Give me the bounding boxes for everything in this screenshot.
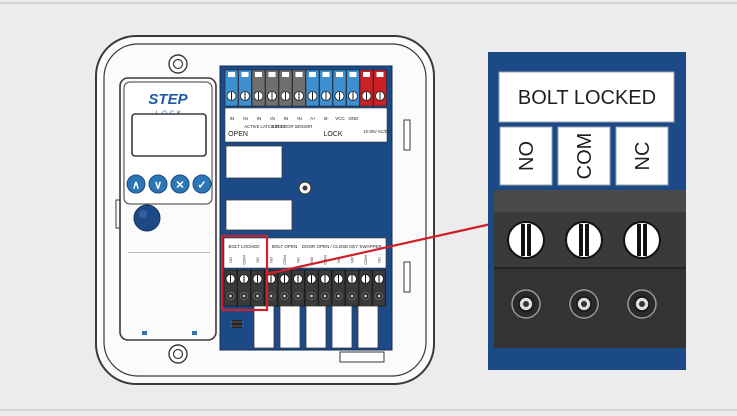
bottom-terminal-block[interactable] (277, 269, 292, 307)
top-terminal-label: IN (230, 116, 235, 121)
bottom-terminal-label: COM (363, 255, 368, 264)
zoom-title-box (498, 71, 675, 123)
top-group-label: ACTIVE LATCH BOLT (244, 124, 286, 129)
top-terminal-block[interactable] (319, 69, 333, 107)
top-terminal-label: IN (243, 116, 248, 121)
top-terminal-block[interactable] (305, 69, 320, 107)
top-terminal-block[interactable] (265, 69, 279, 107)
bottom-terminal-block[interactable] (223, 269, 238, 307)
bottom-terminal-label: NO (350, 257, 355, 263)
top-terminal-block[interactable] (278, 69, 293, 107)
top-group-label: 10-30V AC/DC (363, 129, 390, 134)
top-terminal-block[interactable] (292, 69, 306, 107)
screw-boss-bottom (168, 344, 188, 364)
top-terminal-block[interactable] (332, 69, 347, 107)
bottom-group-label: DOOR OPEN / CLOSE (302, 244, 349, 249)
top-terminal-block[interactable] (238, 69, 252, 107)
top-group-label: LOCK (323, 131, 342, 138)
zoom-terminal-com: COM (557, 126, 611, 186)
confirm-key[interactable]: ✓ (192, 174, 212, 194)
top-terminal-block[interactable] (373, 69, 387, 107)
bottom-terminal-label: NC (377, 257, 382, 263)
cancel-key[interactable]: ✕ (170, 174, 190, 194)
bottom-terminal-label: NC (296, 257, 301, 263)
board-label-area-2 (225, 199, 293, 231)
top-terminal-label: A+ (310, 116, 316, 121)
board-label-area-1 (225, 145, 283, 179)
up-arrow-key[interactable]: ∧ (126, 174, 146, 194)
chip (230, 320, 244, 328)
cancel-icon: ✕ (175, 180, 184, 192)
top-terminal-label: IN (297, 116, 302, 121)
callout-line (266, 220, 501, 276)
bottom-terminal-block[interactable] (372, 269, 386, 307)
connector-tabs (253, 305, 379, 349)
confirm-icon: ✓ (197, 180, 206, 192)
down-arrow-key[interactable]: ∨ (148, 174, 168, 194)
bottom-terminal-block[interactable] (331, 269, 346, 307)
down-arrow-icon: ∨ (154, 180, 162, 192)
zoom-title: BOLT LOCKED (518, 87, 656, 109)
top-terminal-label: IN (270, 116, 275, 121)
bottom-terminal-label: NO (228, 257, 233, 263)
bottom-group-label: BOLT OPEN (272, 244, 297, 249)
bottom-terminal-label: NC (336, 257, 341, 263)
top-terminal-label: B- (324, 116, 329, 121)
bottom-terminal-label: NC (255, 257, 260, 263)
up-arrow-icon: ∧ (132, 180, 140, 192)
zoom-terminal-label: NC (632, 142, 654, 171)
top-group-label: OPEN (228, 131, 248, 138)
bottom-terminal-block[interactable] (250, 269, 265, 307)
lcd-display (131, 113, 207, 157)
zoom-terminal-label: NO (516, 141, 538, 171)
bottom-terminal-label: NO (269, 257, 274, 263)
top-terminal-block[interactable] (359, 69, 374, 107)
top-group-label: EXT DOOR SENSOR (272, 124, 313, 129)
top-terminal-label: IN (257, 116, 262, 121)
bottom-terminal-label: COM (282, 255, 287, 264)
bottom-terminal-block[interactable] (345, 269, 359, 307)
top-terminal-label: VCC (335, 116, 345, 121)
bottom-terminal-block[interactable] (318, 269, 332, 307)
top-terminal-block[interactable] (251, 69, 266, 107)
bottom-terminal-block[interactable] (291, 269, 305, 307)
bottom-terminal-label: COM (242, 255, 247, 264)
zoom-terminal-no: NO (499, 126, 553, 186)
bottom-terminal-block[interactable] (237, 269, 251, 307)
zoom-screw-terminal (507, 221, 545, 319)
bottom-terminal-block[interactable] (358, 269, 373, 307)
reader-button[interactable] (133, 204, 161, 232)
zoom-terminal-nc: NC (615, 126, 669, 186)
top-terminal-label: IN (284, 116, 289, 121)
circuit-board: IN IN IN IN IN IN A+ B- VCC GND OPEN ACTIVE LATCH B… (219, 65, 393, 351)
top-terminal-label: GND (349, 116, 360, 121)
bottom-group-label: BOLT LOCKED (228, 244, 260, 249)
zoom-screw-terminal (623, 221, 661, 319)
brand-logo-top: STEP (148, 91, 188, 108)
zoom-screw-terminal (565, 221, 603, 319)
zoom-terminal-label: COM (574, 133, 596, 180)
screw-boss-top (168, 54, 188, 74)
bottom-group-label: KEY SWAPPER (349, 244, 382, 249)
top-terminal-block[interactable] (224, 69, 239, 107)
top-terminal-block[interactable] (346, 69, 360, 107)
keypad-module: STEP LOCK ∧∨✕✓ (119, 77, 217, 341)
bottom-terminal-label: NO (309, 257, 314, 263)
zoom-callout: BOLT LOCKED NO COM NC (488, 52, 686, 370)
mounting-screw (298, 181, 312, 195)
bottom-terminal-block[interactable] (304, 269, 319, 307)
